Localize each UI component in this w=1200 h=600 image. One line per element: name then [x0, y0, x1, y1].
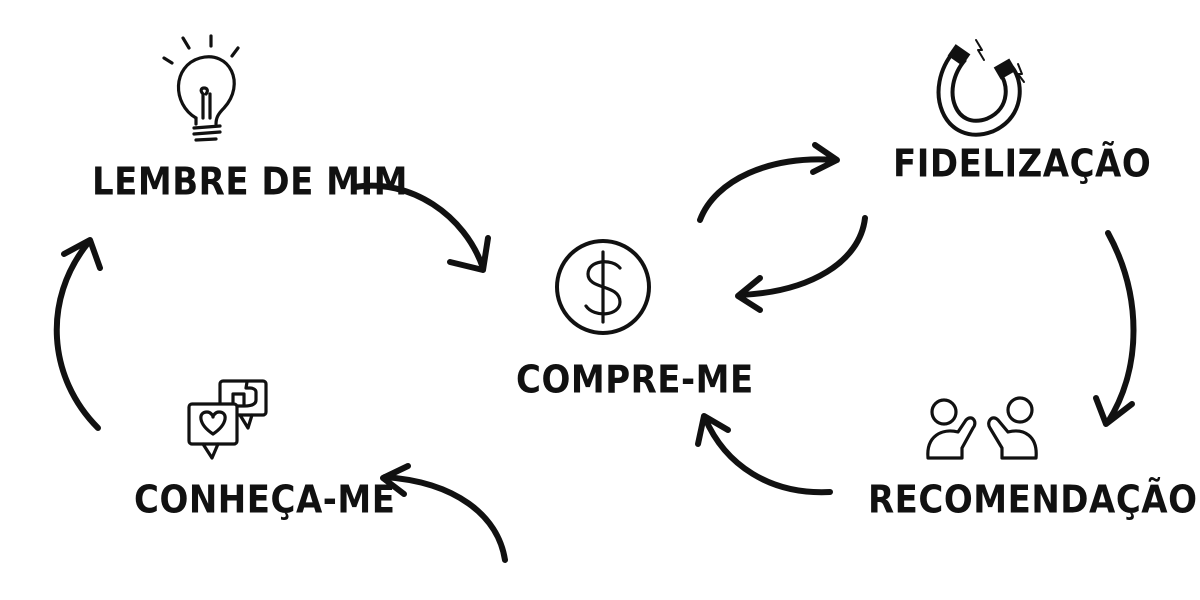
lightbulb-icon	[162, 34, 240, 142]
arrow-conheca-to-lembre	[53, 237, 103, 431]
arrow-fidelizacao-to-recomendacao	[1093, 230, 1137, 427]
chat-heart-thumbsup-icon	[187, 379, 268, 460]
arrow-fidelizacao-to-compre	[735, 215, 868, 313]
node-label-conheca-me: CONHEÇA-ME	[134, 477, 396, 523]
dollar-coin-icon	[555, 239, 651, 335]
arrow-recomendacao-to-compre	[695, 413, 833, 496]
people-talking-icon	[926, 396, 1038, 460]
arrow-lembre-to-compre	[352, 182, 491, 273]
arrow-compre-to-fidelizacao	[697, 142, 840, 223]
node-label-compre-me: COMPRE-ME	[516, 357, 754, 403]
node-label-fidelizacao: FIDELIZAÇÃO	[893, 141, 1152, 187]
node-label-lembre-de-mim: LEMBRE DE MIM	[92, 159, 408, 205]
node-label-recomendacao: RECOMENDAÇÃO	[868, 477, 1198, 523]
magnet-icon	[936, 39, 1025, 137]
arrow-bottom-to-conheca	[380, 463, 508, 563]
